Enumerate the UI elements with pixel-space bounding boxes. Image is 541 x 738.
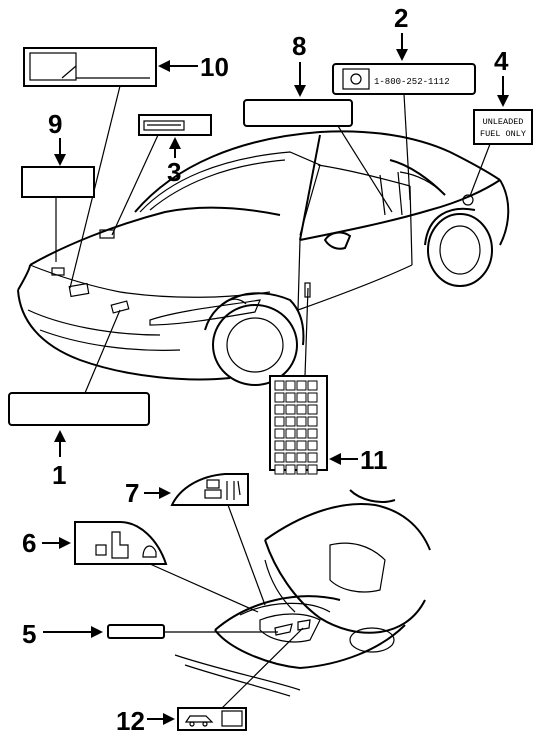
grid-cell — [274, 440, 285, 451]
arrow-9 — [54, 138, 66, 166]
arrow-6 — [42, 537, 71, 549]
leader-2 — [403, 93, 411, 201]
grid-cell — [307, 404, 318, 415]
callout-3: 3 — [167, 157, 181, 187]
label-8-graphic — [243, 99, 353, 127]
grid-cell — [296, 464, 307, 475]
grid-cell — [274, 404, 285, 415]
grid-cell — [296, 452, 307, 463]
label-1-graphic — [8, 392, 150, 426]
arrow-5 — [43, 626, 103, 638]
grid-cell — [285, 380, 296, 391]
trunk-illustration — [174, 489, 431, 697]
grid-cell — [307, 416, 318, 427]
arrow-4 — [497, 76, 509, 107]
arrow-11 — [329, 453, 358, 465]
arrow-12 — [147, 713, 175, 725]
callout-5: 5 — [22, 619, 36, 649]
grid-cell — [296, 440, 307, 451]
arrow-7 — [144, 487, 171, 499]
callout-12: 12 — [116, 706, 145, 736]
callout-9: 9 — [48, 109, 62, 139]
leader-7 — [227, 504, 266, 606]
leader-3 — [111, 134, 159, 236]
grid-cell — [274, 380, 285, 391]
callout-6: 6 — [22, 528, 36, 558]
leader-1 — [84, 309, 121, 394]
grid-cell — [307, 464, 318, 475]
grid-cell — [285, 392, 296, 403]
leader-4 — [469, 143, 491, 197]
grid-cell — [296, 428, 307, 439]
grid-cell — [285, 440, 296, 451]
leader-11 — [304, 287, 309, 377]
grid-cell — [296, 392, 307, 403]
grid-cell — [274, 428, 285, 439]
grid-cell — [285, 428, 296, 439]
callout-10: 10 — [200, 52, 229, 82]
label-9-graphic — [21, 166, 95, 198]
grid-cell — [274, 464, 285, 475]
grid-cell — [285, 416, 296, 427]
car-illustration — [17, 130, 510, 386]
label-7-graphic — [170, 473, 249, 506]
callout-1: 1 — [52, 460, 66, 490]
leader-12 — [221, 627, 304, 709]
callout-8: 8 — [292, 31, 306, 61]
grid-cell — [274, 416, 285, 427]
label-10-graphic — [23, 47, 157, 87]
grid-cell — [296, 380, 307, 391]
grid-cell — [307, 452, 318, 463]
grid-cell — [296, 416, 307, 427]
arrow-1 — [54, 430, 66, 457]
label-11-graphic — [269, 375, 328, 475]
callout-11: 11 — [360, 445, 388, 475]
arrow-10 — [158, 60, 198, 72]
grid-cell — [307, 392, 318, 403]
arrow-3 — [169, 137, 181, 158]
callout-7: 7 — [125, 478, 139, 508]
label-12-graphic — [177, 707, 247, 731]
grid-cell — [274, 392, 285, 403]
leader-6 — [149, 563, 259, 613]
arrow-2 — [396, 33, 408, 61]
grid-cell — [274, 452, 285, 463]
grid-cell — [307, 380, 318, 391]
grid-cell — [285, 464, 296, 475]
fuel-label-line1: UNLEADED — [483, 117, 524, 127]
grid-cell — [296, 404, 307, 415]
phone-number-text: 1-800-252-1112 — [374, 77, 450, 87]
grid-cell — [285, 404, 296, 415]
grid-cell — [307, 440, 318, 451]
callout-4: 4 — [494, 46, 509, 76]
label-6-graphic — [74, 521, 168, 565]
grid-cell — [307, 428, 318, 439]
label-2-graphic: 1-800-252-1112 — [332, 63, 476, 95]
label-5-graphic — [107, 624, 165, 639]
label-4-graphic: UNLEADED FUEL ONLY — [473, 109, 533, 145]
grid-cell — [285, 452, 296, 463]
fuel-label-line2: FUEL ONLY — [480, 129, 526, 139]
leader-8 — [337, 125, 393, 213]
arrow-8 — [294, 62, 306, 97]
callout-2: 2 — [394, 3, 408, 33]
label-3-graphic — [138, 114, 212, 136]
